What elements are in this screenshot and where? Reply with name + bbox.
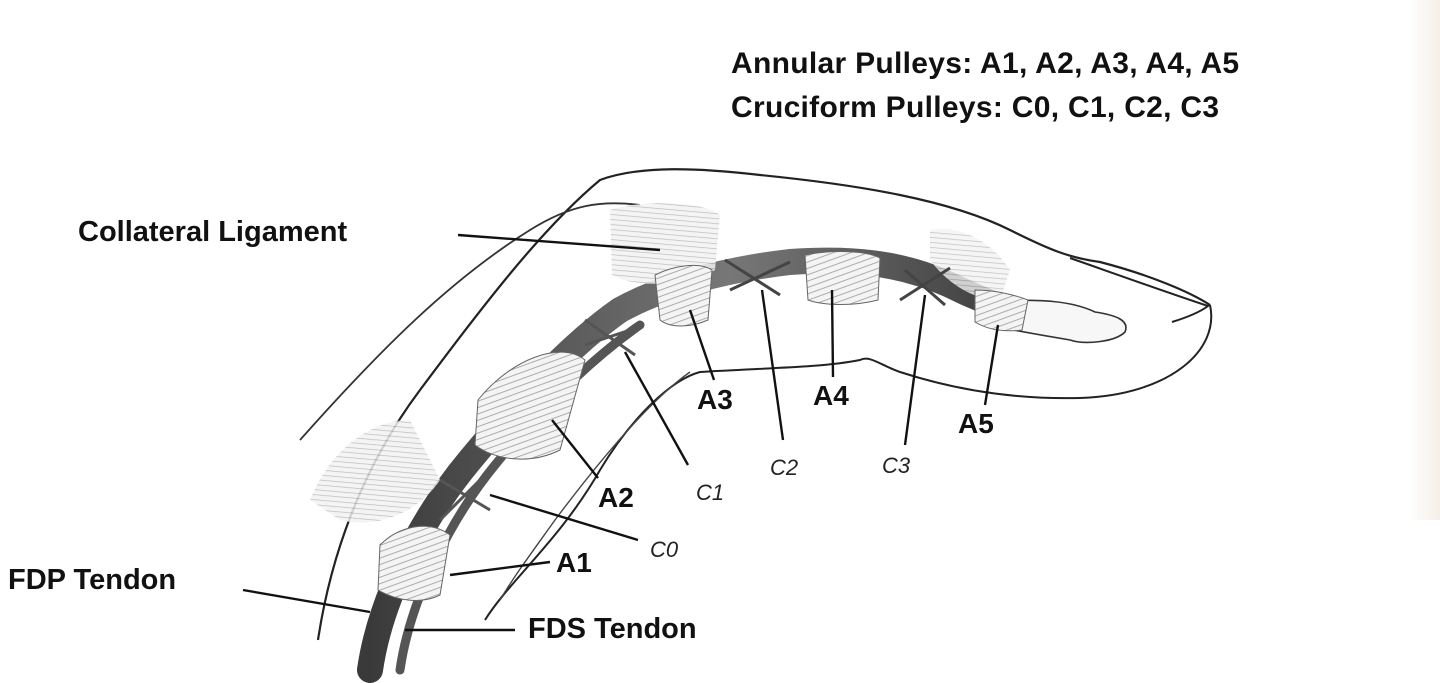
pulley-legend: Annular Pulleys: A1, A2, A3, A4, A5 Cruc… (731, 42, 1239, 130)
leader-lines (242, 233, 1000, 632)
finger-outline-dorsal (316, 168, 1211, 641)
pulley-a3 (654, 264, 713, 327)
label-a4: A4 (813, 380, 849, 411)
label-a5: A5 (958, 408, 994, 439)
label-a3: A3 (697, 384, 733, 415)
pulley-c2 (724, 258, 791, 297)
label-a2: A2 (598, 482, 634, 513)
legend-cruciform: Cruciform Pulleys: C0, C1, C2, C3 (731, 91, 1220, 124)
pulley-c1 (584, 318, 636, 357)
label-a1: A1 (556, 547, 592, 578)
finger-outline-palmar (484, 304, 1213, 621)
pulley-a1 (377, 525, 451, 601)
label-c3: C3 (882, 453, 911, 478)
pulley-c0 (438, 468, 492, 522)
page-edge (1410, 0, 1440, 520)
label-c2: C2 (770, 455, 799, 480)
collateral-ligament-region (610, 203, 720, 285)
label-fdp-tendon: FDP Tendon (8, 564, 177, 596)
label-collateral-ligament: Collateral Ligament (78, 216, 348, 248)
label-fds-tendon: FDS Tendon (528, 613, 697, 645)
pulley-a4 (804, 251, 881, 305)
label-c1: C1 (696, 480, 725, 505)
pulley-a2 (474, 351, 586, 460)
legend-annular: Annular Pulleys: A1, A2, A3, A4, A5 (731, 47, 1240, 80)
pulley-c3 (899, 266, 951, 307)
fingernail (1069, 257, 1211, 323)
label-c0: C0 (650, 537, 679, 562)
pulley-a5 (974, 289, 1029, 332)
